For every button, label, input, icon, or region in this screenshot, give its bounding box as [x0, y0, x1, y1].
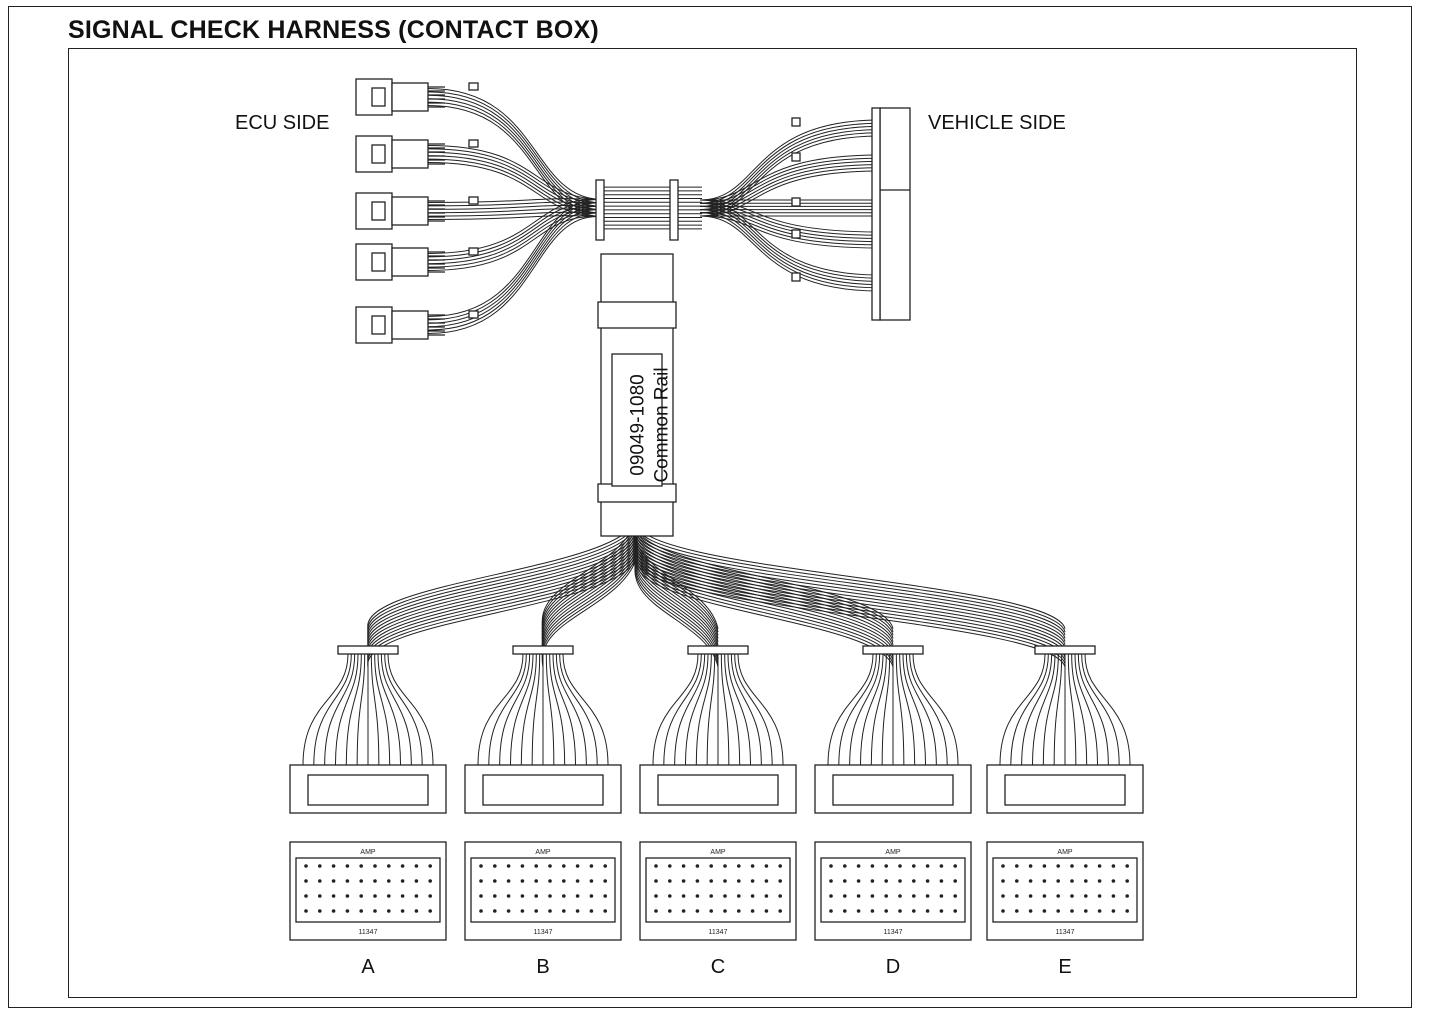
fan-wires	[652, 653, 784, 766]
contact-pins	[829, 864, 957, 913]
branch-clamp	[512, 645, 574, 655]
main-trunk	[597, 186, 702, 230]
harness-tag: 09049-1080 Common Rail	[586, 350, 716, 500]
ecu-wire-bundle	[427, 198, 601, 271]
ecu-wire-bundle	[427, 198, 601, 220]
ecu-wire-bundle	[427, 145, 601, 217]
contact-box-label-a: A	[361, 956, 375, 978]
page-title: SIGNAL CHECK HARNESS (CONTACT BOX)	[68, 16, 599, 44]
plate-number-text: 11347	[534, 929, 553, 936]
wire-tie	[791, 152, 801, 162]
contact-box-connector	[639, 764, 797, 814]
plate-maker-text: AMP	[885, 849, 901, 856]
contact-box-label-b: B	[536, 956, 550, 978]
contact-box-plate: AMP 11347	[814, 841, 972, 941]
plate-maker-text: AMP	[1057, 849, 1073, 856]
harness-part-number: 09049-1080	[628, 374, 649, 476]
contact-pins	[654, 864, 782, 913]
contact-box-label-e: E	[1058, 956, 1072, 978]
harness-name: Common Rail	[652, 367, 673, 483]
contact-box-connector	[464, 764, 622, 814]
branch-clamp	[862, 645, 924, 655]
vehicle-connector	[871, 107, 911, 321]
contact-box-plate: AMP 11347	[289, 841, 447, 941]
vehicle-side-label: VEHICLE SIDE	[928, 112, 1066, 134]
contact-pins	[479, 864, 607, 913]
contact-box-plate: AMP 11347	[464, 841, 622, 941]
branch-bundle	[636, 518, 1066, 668]
wire-tie	[791, 229, 801, 239]
contact-box-label-d: D	[885, 956, 901, 978]
trunk-clamp	[669, 179, 679, 241]
contact-box-connector	[814, 764, 972, 814]
plate-maker-text: AMP	[535, 849, 551, 856]
trunk-clamp	[595, 179, 605, 241]
contact-box-plate: AMP 11347	[986, 841, 1144, 941]
ecu-connector	[355, 135, 479, 173]
page-frame	[8, 6, 1412, 1008]
contact-pins	[1001, 864, 1129, 913]
plate-maker-text: AMP	[360, 849, 376, 856]
fan-wires	[827, 653, 959, 766]
contact-box-connector	[986, 764, 1144, 814]
vehicle-wire-bundle	[699, 199, 881, 292]
ecu-side-label: ECU SIDE	[235, 112, 330, 134]
wire-tie	[791, 117, 801, 127]
wire-tie	[791, 197, 801, 207]
branch-clamp	[687, 645, 749, 655]
ecu-connector	[355, 78, 479, 116]
vehicle-wire-bundle	[699, 199, 881, 249]
fan-wires	[999, 653, 1131, 766]
plate-maker-text: AMP	[710, 849, 726, 856]
ecu-connector	[355, 192, 479, 230]
plate-number-text: 11347	[884, 929, 903, 936]
ecu-wire-bundle	[427, 198, 601, 334]
branch-clamp	[337, 645, 399, 655]
branch-clamp	[1034, 645, 1096, 655]
ecu-connector	[355, 306, 479, 344]
ecu-wire-bundle	[427, 88, 601, 217]
contact-box-connector	[289, 764, 447, 814]
vehicle-wire-bundle	[699, 119, 881, 217]
ecu-connector	[355, 243, 479, 281]
contact-pins	[304, 864, 433, 913]
contact-box-plate: AMP 11347	[639, 841, 797, 941]
plate-number-text: 11347	[1056, 929, 1075, 936]
contact-box-label-c: C	[710, 956, 726, 978]
diagram-frame	[68, 48, 1357, 998]
wire-tie	[791, 272, 801, 282]
harness-sleeve	[597, 253, 677, 537]
fan-wires	[302, 653, 434, 766]
plate-number-text: 11347	[709, 929, 728, 936]
fan-wires	[477, 653, 609, 766]
plate-number-text: 11347	[359, 929, 378, 936]
